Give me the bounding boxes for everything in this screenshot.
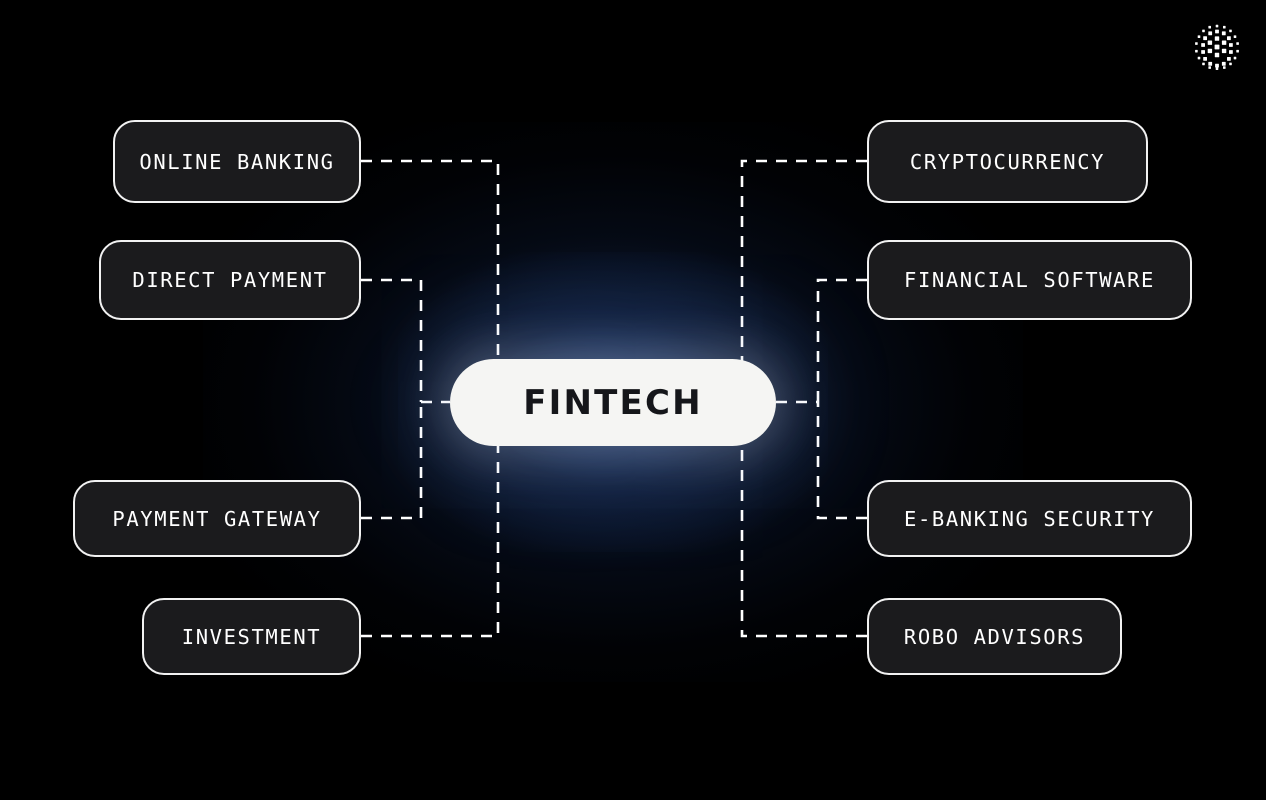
node-label: INVESTMENT (181, 624, 322, 649)
connector-direct-payment (361, 278, 423, 402)
node-financial-software[interactable]: FINANCIAL SOFTWARE (867, 240, 1192, 320)
node-label: DIRECT PAYMENT (132, 268, 328, 292)
dot-cluster-logo (1195, 24, 1239, 70)
node-label: ROBO ADVISORS (903, 624, 1086, 649)
connector-cryptocurrency (740, 159, 867, 402)
node-direct-payment[interactable]: DIRECT PAYMENT (99, 240, 361, 320)
center-node-label: FINTECH (523, 382, 703, 423)
node-label: PAYMENT GATEWAY (112, 506, 322, 531)
node-online-banking[interactable]: ONLINE BANKING (113, 120, 361, 203)
node-robo-advisors[interactable]: ROBO ADVISORS (867, 598, 1122, 675)
node-payment-gateway[interactable]: PAYMENT GATEWAY (73, 480, 361, 557)
connector-robo-advisors (740, 402, 867, 638)
node-label: FINANCIAL SOFTWARE (904, 268, 1155, 292)
connector-payment-gateway (361, 402, 423, 520)
node-cryptocurrency[interactable]: CRYPTOCURRENCY (867, 120, 1148, 203)
node-ebanking-security[interactable]: E-BANKING SECURITY (867, 480, 1192, 557)
node-label: ONLINE BANKING (139, 149, 335, 174)
center-node-fintech[interactable]: FINTECH (450, 359, 776, 446)
node-label: CRYPTOCURRENCY (909, 149, 1106, 174)
node-label: E-BANKING SECURITY (904, 506, 1155, 531)
logo-dots (1195, 24, 1239, 70)
connector-financial-software (816, 278, 867, 402)
connector-ebanking-security (816, 402, 867, 520)
node-investment[interactable]: INVESTMENT (142, 598, 361, 675)
